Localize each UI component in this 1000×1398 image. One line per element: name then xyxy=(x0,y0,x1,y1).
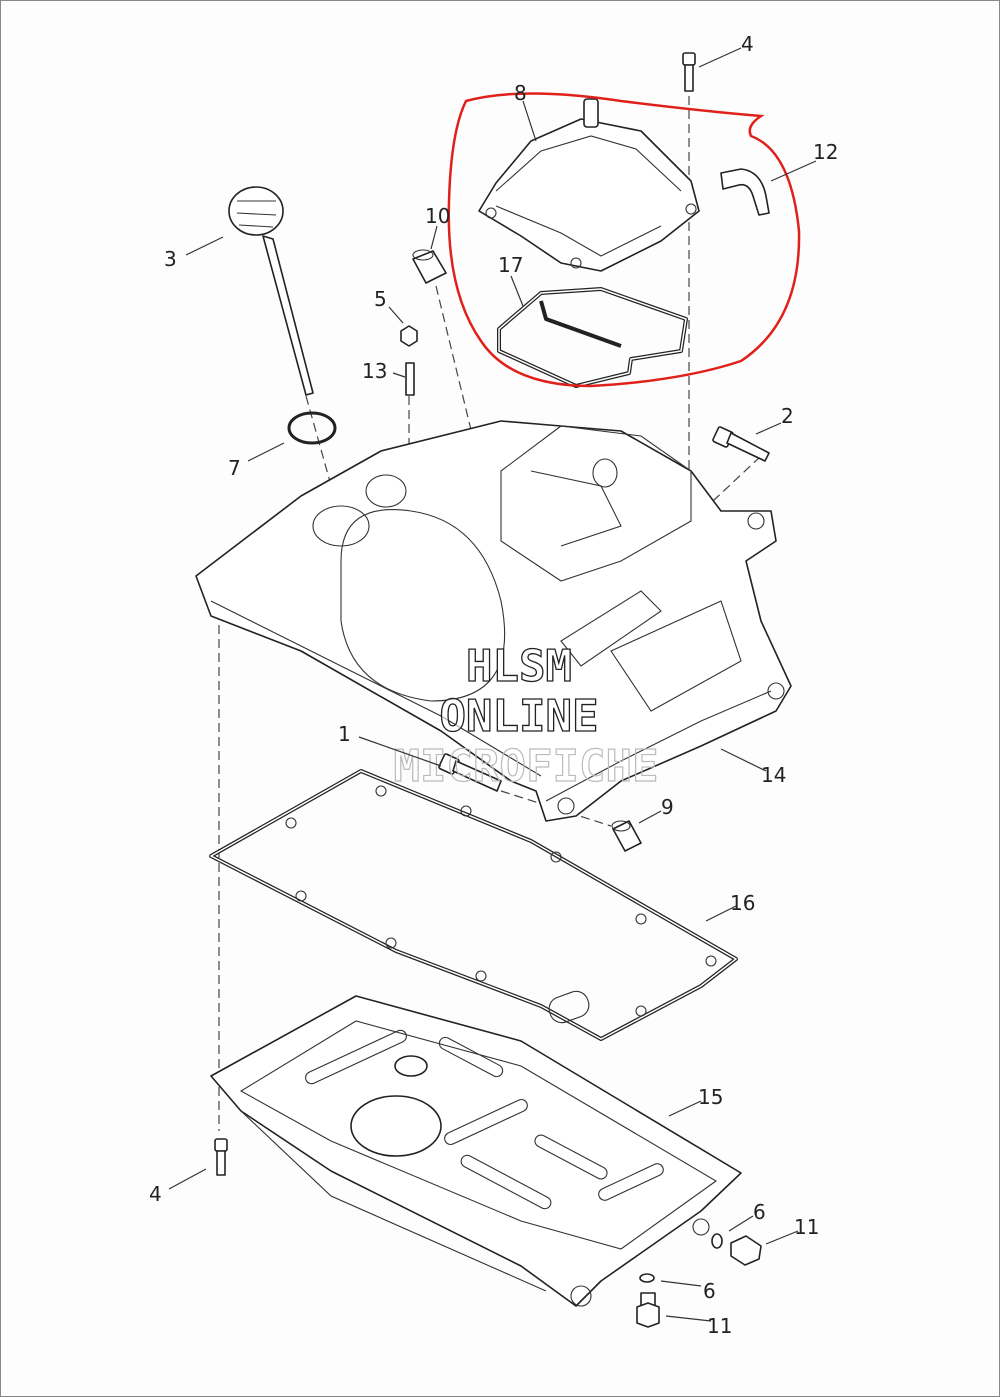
part-bolt-2 xyxy=(712,426,770,462)
callout-10: 10 xyxy=(425,204,450,228)
part-gasket-17 xyxy=(497,287,688,388)
callout-6-lower: 6 xyxy=(703,1279,716,1303)
callout-16: 16 xyxy=(730,891,755,915)
callout-4-bottom: 4 xyxy=(149,1182,162,1206)
callout-1: 1 xyxy=(338,722,351,746)
callout-12: 12 xyxy=(813,140,838,164)
svg-text:MICROFICHE: MICROFICHE xyxy=(394,741,659,792)
part-oring-7 xyxy=(287,411,337,445)
callout-9: 9 xyxy=(661,795,674,819)
callout-15: 15 xyxy=(698,1085,723,1109)
part-dipstick-3 xyxy=(228,186,314,396)
highlight-outline xyxy=(447,92,801,388)
part-dowel-9 xyxy=(611,820,642,852)
svg-text:HLSM: HLSM xyxy=(466,641,572,692)
part-nut-5 xyxy=(400,325,418,347)
callout-11-upper: 11 xyxy=(794,1215,819,1239)
part-sump-14 xyxy=(195,420,792,822)
callout-6-upper: 6 xyxy=(753,1200,766,1224)
watermark: HLSM ONLINE MICROFICHE xyxy=(393,640,659,792)
svg-text:ONLINE: ONLINE xyxy=(440,691,599,742)
callout-13: 13 xyxy=(362,359,387,383)
callout-17: 17 xyxy=(498,253,523,277)
part-elbow-12 xyxy=(720,168,770,216)
callout-labels: 4 8 12 3 10 17 5 13 2 7 1 14 9 16 15 4 6… xyxy=(149,32,838,1338)
part-washer-6b xyxy=(639,1273,655,1283)
callout-3: 3 xyxy=(164,247,177,271)
part-gasket-16 xyxy=(209,769,738,1041)
part-plug-11a xyxy=(730,1235,762,1266)
part-washer-6a xyxy=(711,1233,723,1249)
callout-8: 8 xyxy=(514,81,527,105)
part-bolt-4-bottom xyxy=(214,1138,228,1176)
callout-leaders xyxy=(168,47,817,1322)
part-bolt-4-top xyxy=(682,52,696,92)
callout-4-top: 4 xyxy=(741,32,754,56)
callout-14: 14 xyxy=(761,763,786,787)
part-bolt-1 xyxy=(438,753,502,792)
callout-7: 7 xyxy=(228,456,241,480)
part-oil-pan-15 xyxy=(210,995,742,1307)
part-breather-cover-8 xyxy=(478,98,700,272)
callout-5: 5 xyxy=(374,287,387,311)
part-plug-11b xyxy=(636,1292,660,1328)
callout-11-lower: 11 xyxy=(707,1314,732,1338)
callout-2: 2 xyxy=(781,404,794,428)
part-stud-13 xyxy=(405,362,415,396)
part-sleeve-10 xyxy=(412,249,447,284)
